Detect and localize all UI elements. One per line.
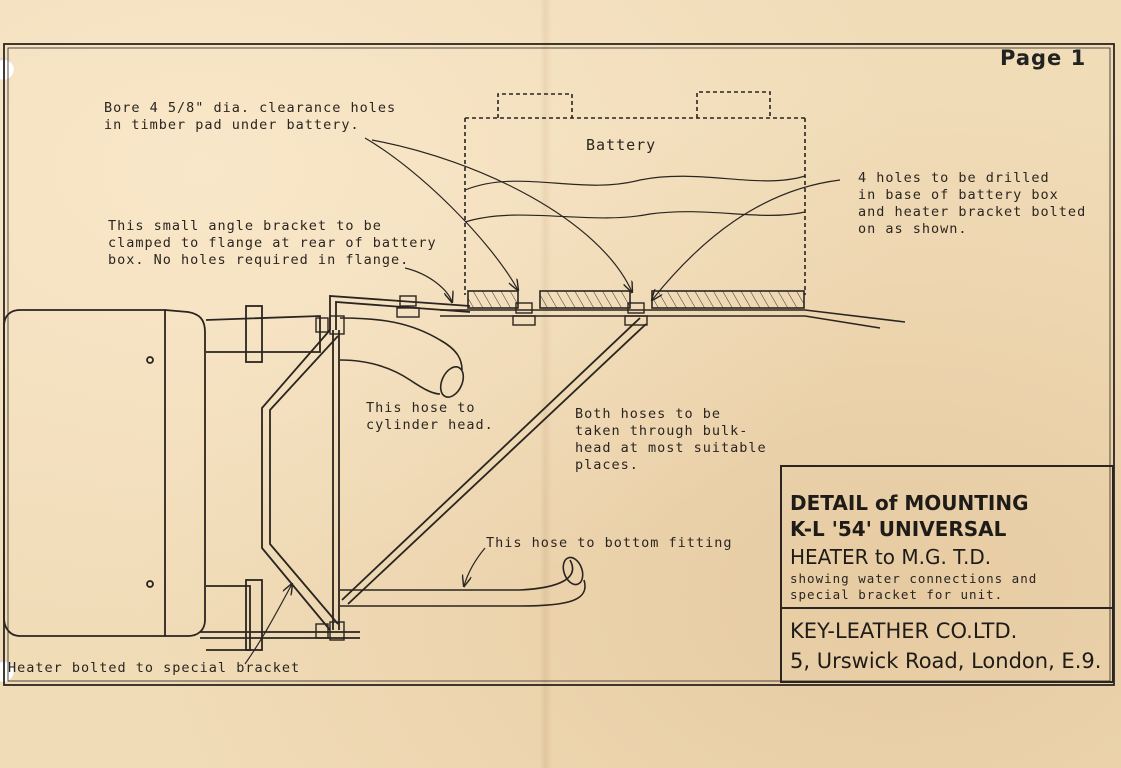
heater-unit [3, 305, 321, 651]
title-line-1: DETAIL of MOUNTING [790, 491, 1029, 515]
special-bracket [200, 295, 647, 639]
title-subtitle-2: special bracket for unit. [790, 587, 1004, 602]
title-block-divider [782, 607, 1112, 609]
company-address: 5, Urswick Road, London, E.9. [790, 649, 1102, 673]
title-block: DETAIL of MOUNTING K-L '54' UNIVERSAL HE… [780, 465, 1114, 683]
hose-bottom-note: This hose to bottom fitting [486, 535, 733, 551]
company-name: KEY-LEATHER CO.LTD. [790, 619, 1018, 643]
drill-holes-note: 4 holes to be drilled in base of battery… [858, 170, 1087, 237]
title-subtitle-1: showing water connections and [790, 571, 1038, 586]
title-line-3: HEATER to M.G. T.D. [790, 545, 992, 569]
bolt-heads [315, 295, 648, 641]
hose-cylinder-note: This hose to cylinder head. [366, 400, 494, 433]
drawing-border-inner [7, 47, 1111, 682]
battery-label: Battery [586, 136, 657, 154]
bore-holes-note: Bore 4 5/8" dia. clearance holes in timb… [104, 100, 397, 133]
angle-bracket-note: This small angle bracket to be clamped t… [108, 218, 437, 268]
both-hoses-note: Both hoses to be taken through bulk- hea… [575, 406, 767, 473]
hose-bottom-fitting [340, 556, 586, 607]
hose-cylinder-head [339, 317, 465, 398]
leader-lines [244, 137, 841, 665]
page-number: Page 1 [1000, 46, 1087, 70]
battery-box [464, 91, 806, 295]
timber-pad [440, 290, 906, 329]
heater-bolted-note: Heater bolted to special bracket [8, 660, 301, 676]
title-line-2: K-L '54' UNIVERSAL [790, 517, 1007, 541]
